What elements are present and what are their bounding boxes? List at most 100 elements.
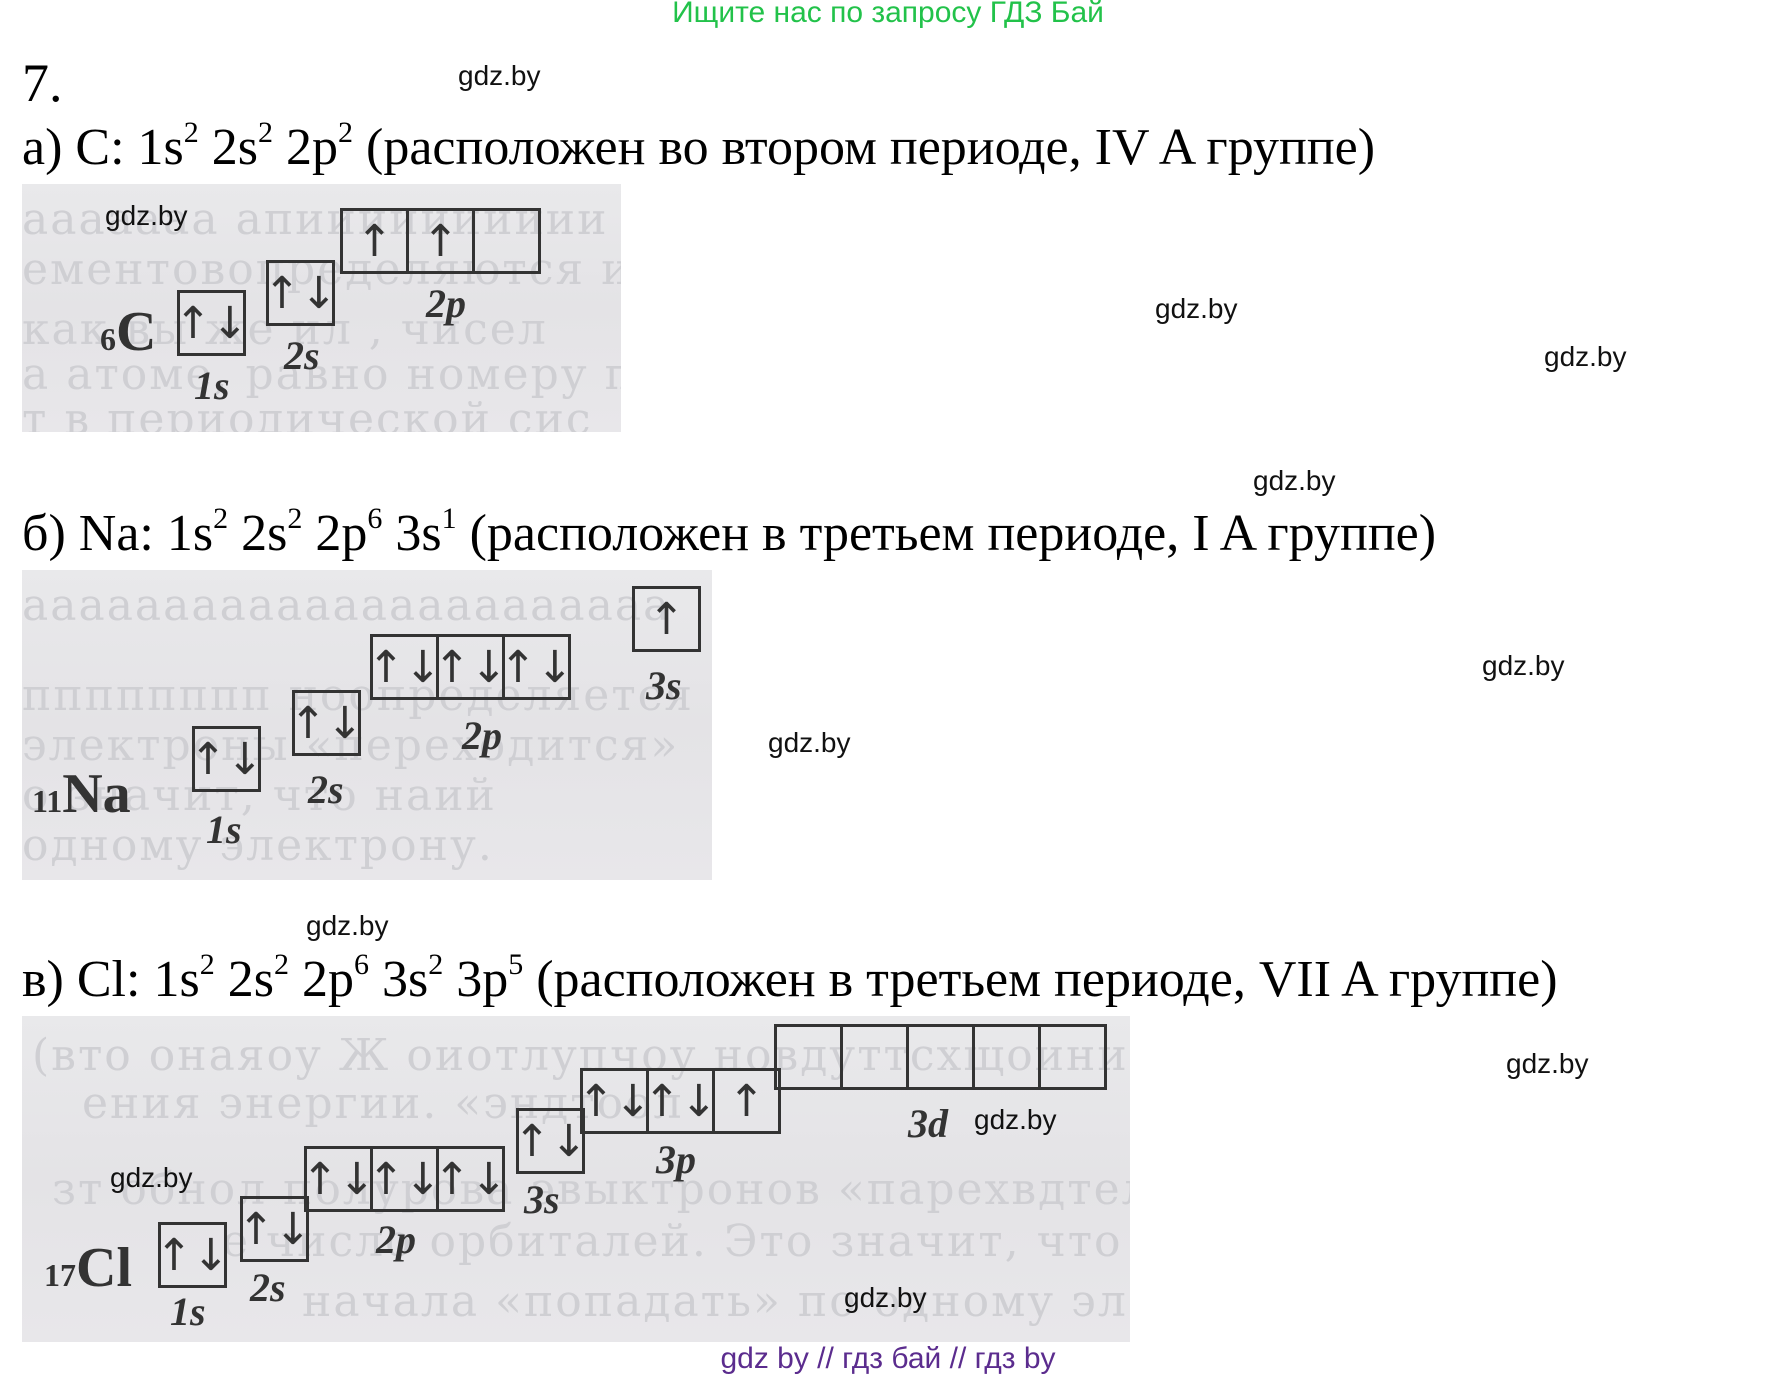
config-electron-count: 2 (199, 947, 215, 981)
watermark: gdz.by (1253, 465, 1336, 496)
config-electron-count: 2 (258, 115, 274, 149)
watermark: gdz.by (1155, 293, 1238, 324)
element-symbol-c: 6C (100, 301, 157, 363)
orbital-diagram-c: ааааааа апииииииииии инх ж ементовопреде… (22, 184, 621, 432)
config-orbital: 2s (227, 951, 274, 1008)
formula-line-a: а) C: 1s2 2s2 2p2 (расположен во втором … (22, 115, 1376, 176)
orbital-label-1s: 1s (194, 363, 230, 408)
config-orbital: 2s (241, 505, 288, 562)
config-orbital: 3s (381, 951, 429, 1008)
config-electron-count: 2 (287, 501, 303, 535)
config-orbital: 2p (315, 505, 368, 562)
orbital-label-2s: 2s (250, 1265, 286, 1310)
orbital-cell: ↑↓ (644, 1068, 717, 1134)
orbital-2p: ↑↓↑↓↑↓ (302, 1146, 507, 1212)
orbital-label-2p: 2p (462, 713, 502, 758)
config-b: 1s2 2s2 2p6 3s1 (166, 501, 470, 562)
config-orbital: 3p (456, 951, 509, 1008)
footer-links: gdz by // гдз бай // гдз by (720, 1342, 1056, 1375)
orbital-cell (774, 1024, 843, 1090)
watermark: gdz.by (844, 1282, 927, 1313)
orbital-cell: ↑↓ (368, 1146, 441, 1212)
orbital-cell: ↑↓ (368, 634, 441, 700)
orbital-cell: ↑ (406, 208, 475, 274)
orbital-label-3s: 3s (646, 663, 682, 708)
orbital-diagram-cl: (вто онаяоу Ж оиотлупчоу новдуттсхщоинич… (22, 1016, 1130, 1342)
orbital-cell: ↑↓ (156, 1222, 229, 1288)
watermark: gdz.by (105, 200, 188, 231)
orbital-cell: ↑ (632, 586, 701, 652)
config-orbital: 1s (166, 505, 214, 562)
orbital-cell (906, 1024, 975, 1090)
orbital-cell: ↑↓ (175, 290, 248, 356)
orbital-cell: ↑↓ (238, 1196, 311, 1262)
orbital-2s: ↑↓ (290, 690, 363, 756)
config-orbital: 2p (301, 951, 354, 1008)
watermark: gdz.by (306, 910, 389, 941)
config-electron-count: 2 (428, 947, 444, 981)
orbital-1s: ↑↓ (190, 726, 263, 792)
orbital-cell: ↑↓ (290, 690, 363, 756)
orbital-cell: ↑↓ (500, 634, 573, 700)
orbital-cell: ↑↓ (190, 726, 263, 792)
orbital-3s: ↑ (632, 586, 701, 652)
element-symbol-na: 11Na (32, 763, 131, 825)
orbital-label-3d: 3d (908, 1101, 948, 1146)
orbital-label-2s: 2s (284, 333, 320, 378)
orbital-2p: ↑↑ (340, 208, 541, 274)
config-orbital: 1s (153, 951, 200, 1008)
orbital-label-2p: 2p (376, 1217, 416, 1262)
watermark: gdz.by (974, 1104, 1057, 1135)
watermark: gdz.by (1544, 341, 1627, 372)
orbital-cell (1038, 1024, 1107, 1090)
task-number: 7. (22, 53, 63, 113)
watermark: gdz.by (1482, 650, 1565, 681)
config-electron-count: 2 (183, 115, 199, 149)
orbital-cell: ↑↓ (578, 1068, 651, 1134)
orbital-cell: ↑↓ (514, 1108, 587, 1174)
orbital-cell (972, 1024, 1041, 1090)
watermark: gdz.by (110, 1162, 193, 1193)
config-electron-count: 2 (213, 501, 229, 535)
config-orbital: 3s (395, 505, 442, 562)
config-electron-count: 2 (273, 947, 289, 981)
watermark: gdz.by (1506, 1048, 1589, 1079)
orbital-1s: ↑↓ (175, 290, 248, 356)
orbital-3s: ↑↓ (514, 1108, 587, 1174)
orbital-cell: ↑↓ (264, 260, 337, 326)
orbital-cell: ↑↓ (434, 634, 507, 700)
orbital-2s: ↑↓ (238, 1196, 311, 1262)
orbital-label-1s: 1s (170, 1289, 206, 1334)
orbital-cell (840, 1024, 909, 1090)
orbital-3p: ↑↓↑↓↑ (578, 1068, 781, 1134)
config-electron-count: 2 (338, 115, 354, 149)
element-symbol-cl: 17Cl (44, 1237, 132, 1299)
watermark: gdz.by (768, 727, 851, 758)
orbital-cell: ↑↓ (434, 1146, 507, 1212)
config-electron-count: 6 (353, 947, 369, 981)
orbital-label-2p: 2p (426, 281, 466, 326)
orbital-cell: ↑ (340, 208, 409, 274)
config-electron-count: 5 (508, 947, 524, 981)
orbital-label-3p: 3p (656, 1137, 696, 1182)
config-a: 1s2 2s2 2p2 (137, 115, 367, 176)
orbital-3d (774, 1024, 1107, 1090)
config-orbital: 2s (211, 119, 259, 176)
config-electron-count: 6 (367, 501, 383, 535)
orbital-cell (472, 208, 541, 274)
config-orbital: 2p (286, 119, 339, 176)
formula-line-c: в) Cl: 1s2 2s2 2p6 3s2 3p5 (расположен в… (22, 947, 1558, 1008)
top-banner: Ищите нас по запросу ГДЗ Бай (672, 0, 1104, 29)
formula-line-b: б) Na: 1s2 2s2 2p6 3s1 (расположен в тре… (22, 501, 1437, 562)
orbital-1s: ↑↓ (156, 1222, 229, 1288)
config-c: 1s2 2s2 2p6 3s2 3p5 (153, 947, 536, 1008)
orbital-label-1s: 1s (206, 807, 242, 852)
orbital-diagram-na: ааааааааааааааааааааааа пппппппп ноопред… (22, 570, 712, 880)
orbital-cell: ↑ (712, 1068, 781, 1134)
orbital-label-2s: 2s (308, 767, 344, 812)
watermark: gdz.by (458, 60, 541, 91)
orbital-2s: ↑↓ (264, 260, 337, 326)
orbital-cell: ↑↓ (302, 1146, 375, 1212)
orbital-label-3s: 3s (524, 1177, 560, 1222)
config-orbital: 1s (137, 119, 184, 176)
